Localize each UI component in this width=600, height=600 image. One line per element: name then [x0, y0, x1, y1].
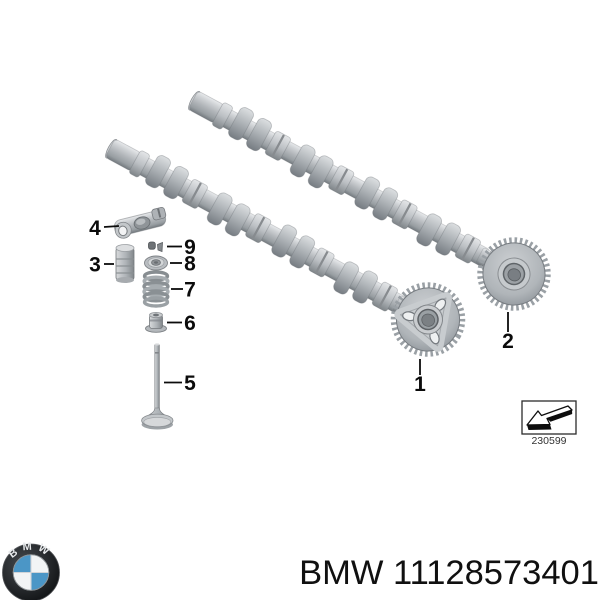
callout-2-label: 2 — [502, 330, 514, 353]
camshaft-gear-1 — [390, 282, 466, 357]
callout-2: 2 — [502, 312, 514, 353]
callout-7-label: 7 — [184, 279, 196, 302]
drawing-number: 230599 — [531, 435, 566, 447]
callout-5: 5 — [164, 372, 196, 395]
callout-9: 9 — [167, 236, 196, 259]
callout-3-label: 3 — [89, 254, 101, 277]
valve-stem-seal — [145, 311, 167, 333]
valve-spring — [142, 270, 170, 308]
callout-6: 6 — [167, 312, 196, 335]
callout-1: 1 — [414, 359, 426, 396]
callout-7: 7 — [171, 279, 196, 302]
callout-8: 8 — [170, 253, 196, 276]
callout-5-label: 5 — [184, 372, 196, 395]
callout-4: 4 — [89, 217, 120, 240]
valve — [141, 343, 174, 430]
camshaft-exhaust — [98, 130, 429, 333]
callout-4-label: 4 — [89, 217, 101, 240]
camshaft-gear-2 — [477, 237, 551, 311]
rocker-arm — [113, 207, 167, 239]
direction-arrow-icon — [526, 405, 573, 430]
callout-1-label: 1 — [414, 373, 426, 396]
drawing-stamp: 230599 — [521, 400, 577, 447]
callout-3: 3 — [89, 254, 114, 277]
bmw-roundel-icon: BMW — [2, 540, 60, 600]
callout-9-label: 9 — [184, 236, 196, 259]
callout-6-label: 6 — [184, 312, 196, 335]
spring-retainer — [144, 255, 168, 271]
valve-keepers — [148, 241, 163, 253]
part-number-text: BMW 11128573401 — [299, 554, 599, 592]
valve-lifter — [115, 244, 135, 283]
camshaft-intake — [181, 82, 512, 285]
callout-8-label: 8 — [184, 253, 196, 276]
